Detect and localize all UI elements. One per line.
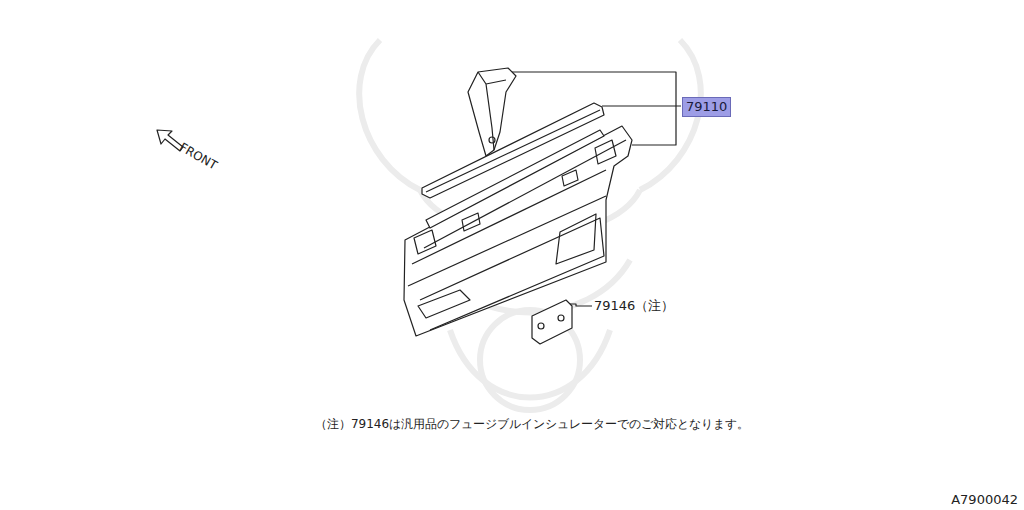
callout-number: 79110: [686, 99, 727, 114]
highlighted-callout: 79110: [682, 97, 731, 117]
watermark: [359, 40, 701, 410]
callout-number: 79146（注）: [594, 298, 674, 314]
direction-label: FRONT: [177, 140, 220, 173]
part-lines: [157, 68, 681, 344]
figure-code: A7900042: [951, 492, 1018, 508]
footnote: （注）79146は汎用品のフュージブルインシュレーターでのご対応となります。: [315, 417, 749, 431]
